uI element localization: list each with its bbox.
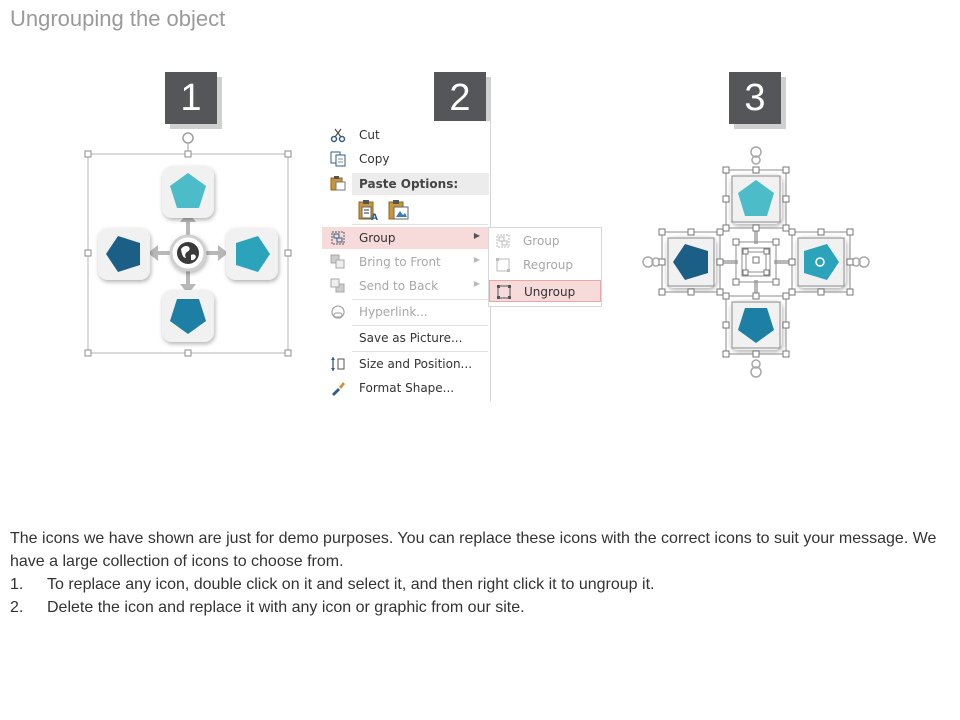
menu-item-label: Size and Position...: [359, 357, 473, 371]
rotate-handle-icon: [182, 132, 194, 144]
step-number-3: 3: [729, 72, 781, 124]
scissors-icon: [330, 128, 346, 143]
step-number-1: 1: [165, 72, 217, 124]
context-menu: Cut Copy Paste Options: A: [322, 121, 491, 401]
copy-icon: [330, 151, 346, 167]
paste-icon: [330, 176, 346, 191]
submenu-item-regroup[interactable]: Regroup: [489, 254, 601, 276]
rotate-handle-icon: [815, 257, 825, 267]
submenu-item-label: Group: [523, 234, 560, 248]
step-num: 1.: [10, 576, 24, 593]
description-intro: The icons we have shown are just for dem…: [10, 530, 937, 570]
format-shape-icon: [332, 382, 345, 396]
ungrouped-object-diagram[interactable]: [636, 140, 876, 385]
menu-item-paste-options: [322, 172, 490, 194]
instruction-step-1: 1. To replace any icon, double click on …: [10, 573, 940, 596]
submenu-arrow-icon: ▶: [473, 231, 480, 240]
menu-item-label: Bring to Front: [359, 255, 441, 269]
bring-to-front-icon: [330, 254, 345, 269]
menu-item-bring-to-front[interactable]: Bring to Front ▶: [322, 251, 490, 273]
step-text: Delete the icon and replace it with any …: [47, 599, 525, 616]
menu-item-group[interactable]: Group ▶: [322, 227, 490, 249]
group-submenu: Group Regroup Ungroup: [488, 227, 602, 307]
group-icon: [496, 234, 510, 248]
size-position-icon: [331, 357, 345, 371]
grouped-object-diagram[interactable]: [80, 128, 300, 363]
step-number-2: 2: [434, 72, 486, 124]
menu-item-label: Copy: [359, 152, 390, 166]
submenu-item-ungroup[interactable]: Ungroup: [489, 280, 601, 302]
instruction-step-2: 2. Delete the icon and replace it with a…: [10, 596, 940, 619]
slide-title: Ungrouping the object: [10, 6, 226, 31]
pentagon-left: [106, 236, 140, 272]
submenu-arrow-icon: ▶: [473, 255, 480, 264]
menu-item-label: Cut: [359, 128, 380, 142]
menu-item-label: Hyperlink...: [359, 305, 428, 319]
paste-options-label: Paste Options:: [359, 177, 459, 191]
submenu-item-group[interactable]: Group: [489, 230, 601, 252]
pentagon-right: [236, 236, 270, 272]
pentagon-top: [738, 180, 774, 216]
globe-icon: [177, 242, 199, 264]
paste-options-header: Paste Options:: [352, 173, 489, 195]
menu-item-copy[interactable]: Copy: [322, 148, 490, 170]
submenu-item-label: Regroup: [523, 258, 574, 272]
ungroup-icon: [497, 285, 511, 299]
paste-picture-icon[interactable]: [388, 199, 410, 221]
menu-item-save-as-picture[interactable]: Save as Picture...: [322, 327, 490, 349]
menu-item-hyperlink[interactable]: Hyperlink...: [322, 301, 490, 323]
menu-item-label: Format Shape...: [359, 381, 455, 395]
submenu-item-label: Ungroup: [524, 285, 576, 299]
menu-item-format-shape[interactable]: Format Shape...: [322, 377, 490, 399]
description: The icons we have shown are just for dem…: [10, 527, 940, 619]
menu-item-label: Group: [359, 231, 396, 245]
step-num: 2.: [10, 599, 24, 616]
pentagon-right: [804, 244, 839, 280]
menu-item-cut[interactable]: Cut: [322, 124, 490, 146]
svg-text:A: A: [371, 213, 378, 221]
pentagon-bottom: [738, 308, 774, 343]
menu-item-send-to-back[interactable]: Send to Back ▶: [322, 275, 490, 297]
paste-keep-text-icon[interactable]: A: [358, 199, 378, 221]
pentagon-top: [170, 173, 206, 208]
menu-item-size-and-position[interactable]: Size and Position...: [322, 353, 490, 375]
submenu-arrow-icon: ▶: [473, 279, 480, 288]
step-text: To replace any icon, double click on it …: [47, 576, 655, 593]
send-to-back-icon: [330, 278, 345, 293]
pentagon-left: [673, 244, 708, 280]
hyperlink-icon: [331, 305, 345, 319]
pentagon-bottom: [170, 299, 206, 334]
group-icon: [331, 231, 345, 245]
regroup-icon: [496, 258, 510, 272]
menu-item-label: Send to Back: [359, 279, 439, 293]
menu-item-label: Save as Picture...: [359, 331, 463, 345]
